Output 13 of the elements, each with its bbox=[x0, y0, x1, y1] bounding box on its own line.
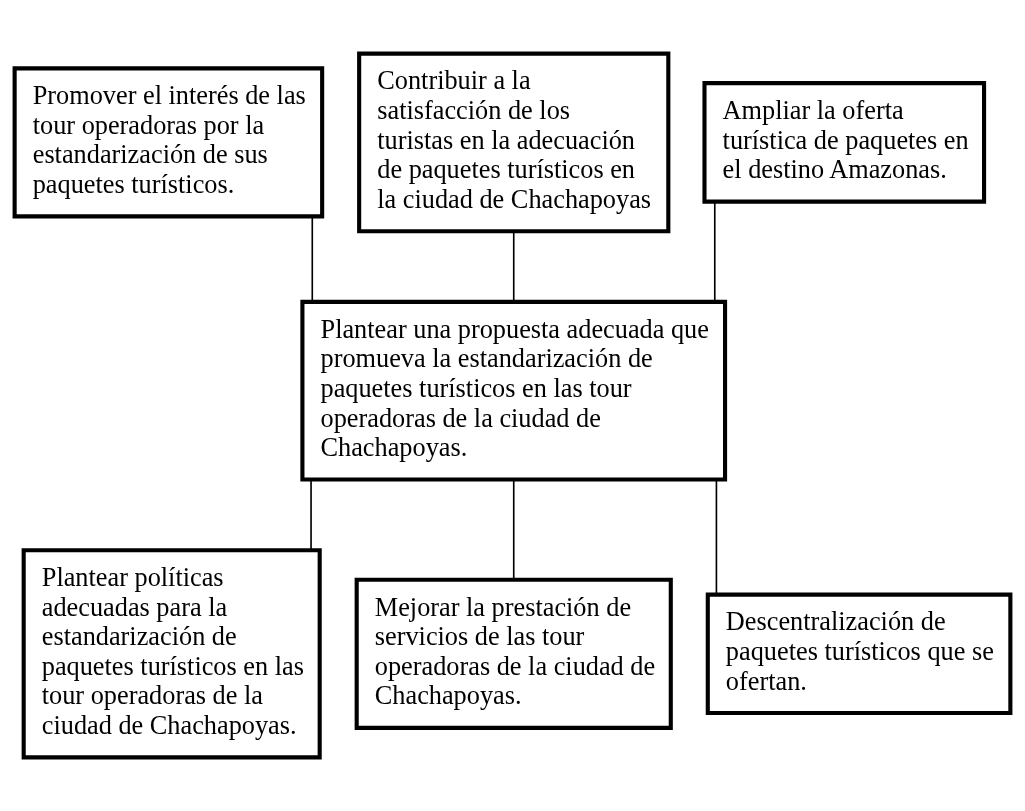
connector bbox=[512, 478, 515, 581]
node-box: Plantear una propuesta adecuada que promueva la estandarización de paquetes turísticos en las tour operadoras de la ciudad de Chachapoyas. bbox=[300, 299, 728, 482]
node-box: Mejorar la prestación de servicios de las tour operadoras de la ciudad de Chachapoyas. bbox=[354, 577, 673, 730]
node-box: Ampliar la oferta turística de paquetes en el destino Amazonas. bbox=[702, 81, 987, 204]
node-box: Contribuir a la satisfacción de los turistas en la adecuación de paquetes turísticos en la ciudad de Chachapoyas bbox=[357, 51, 671, 234]
connector bbox=[310, 478, 312, 551]
node-box: Promover el interés de las tour operadoras por la estandarización de sus paquetes turísticos. bbox=[12, 66, 325, 219]
connector bbox=[512, 230, 515, 303]
node-box: Descentralización de paquetes turísticos que se ofertan. bbox=[705, 592, 1013, 716]
node-box: Plantear políticas adecuadas para la estandarización de paquetes turísticos en las tour operadoras de la ciudad de Chachapoyas. bbox=[21, 548, 322, 760]
connector bbox=[715, 478, 718, 595]
connector bbox=[311, 216, 314, 303]
connector bbox=[713, 201, 716, 303]
